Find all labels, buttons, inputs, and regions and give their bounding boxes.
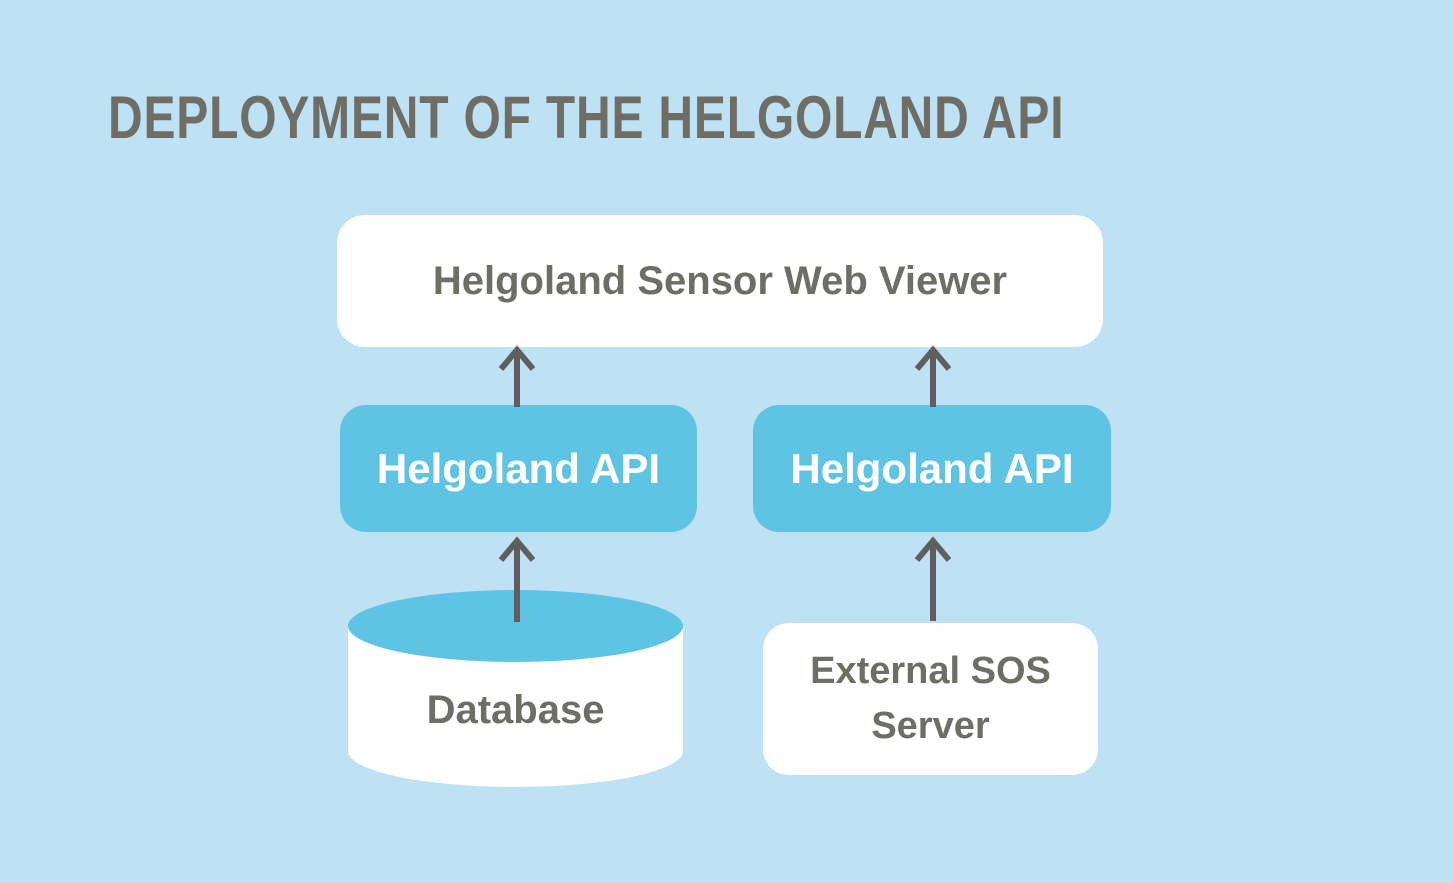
node-database: Database bbox=[348, 590, 683, 787]
node-helgoland-api-left-label: Helgoland API bbox=[376, 444, 661, 492]
arrow-head-icon bbox=[914, 345, 952, 371]
database-cylinder-top bbox=[348, 590, 683, 662]
arrow-api-left-to-viewer bbox=[498, 345, 536, 407]
arrow-head-icon bbox=[498, 345, 536, 371]
node-helgoland-api-left: Helgoland API bbox=[340, 405, 697, 532]
arrow-api-right-to-viewer bbox=[914, 345, 952, 407]
node-database-label: Database bbox=[426, 688, 605, 732]
diagram-title: DEPLOYMENT OF THE HELGOLAND API bbox=[108, 84, 1065, 151]
arrow-head-icon bbox=[914, 536, 952, 562]
node-helgoland-api-right: Helgoland API bbox=[753, 405, 1111, 532]
node-helgoland-api-right-label: Helgoland API bbox=[790, 444, 1074, 492]
node-external-sos-server: External SOS Server bbox=[763, 623, 1098, 775]
node-sensor-web-viewer: Helgoland Sensor Web Viewer bbox=[337, 215, 1103, 347]
node-external-sos-label-line2: Server bbox=[871, 705, 990, 747]
node-sensor-web-viewer-label: Helgoland Sensor Web Viewer bbox=[432, 258, 1008, 303]
node-external-sos-label-line1: External SOS bbox=[810, 650, 1051, 692]
arrow-head-icon bbox=[498, 536, 536, 562]
arrow-sos-to-api-right bbox=[914, 536, 952, 621]
